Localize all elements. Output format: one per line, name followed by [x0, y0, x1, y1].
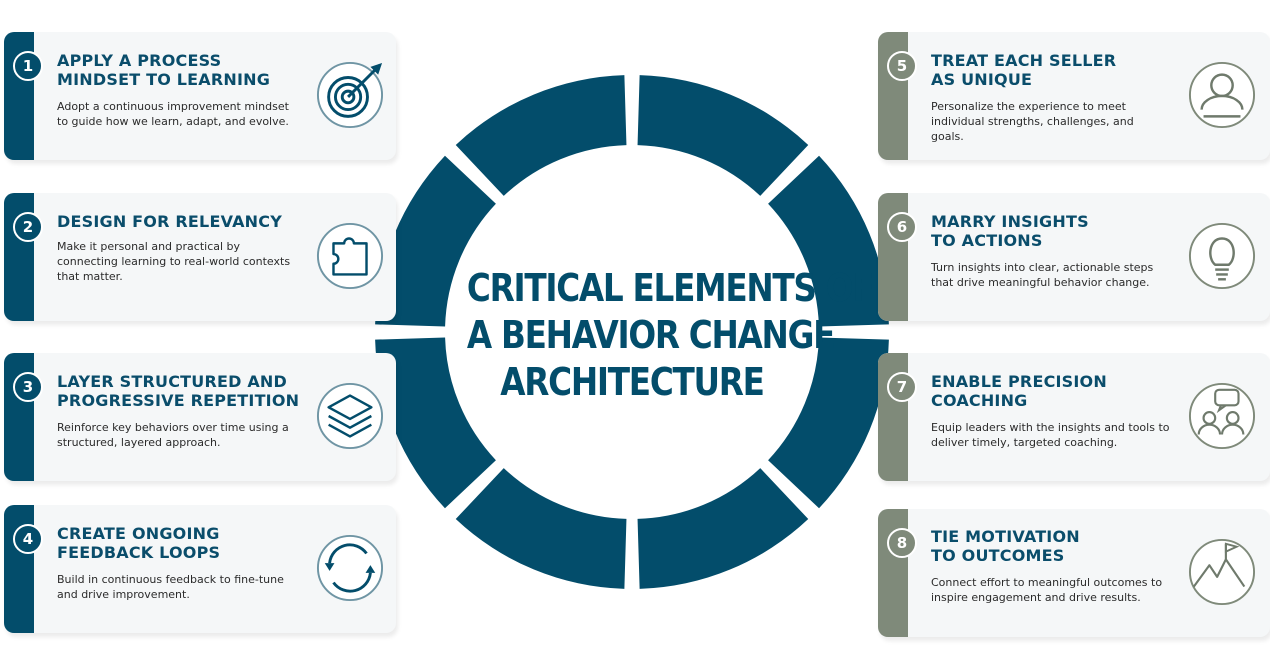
ring-segment [455, 75, 627, 196]
element-number-badge: 4 [13, 524, 43, 554]
element-description: Adopt a continuous improvement mindset t… [57, 100, 289, 128]
element-description: Build in continuous feedback to fine-tun… [57, 573, 284, 601]
element-description: Turn insights into clear, actionable ste… [931, 261, 1154, 289]
element-title: CREATE ONGOING FEEDBACK LOOPS [57, 524, 221, 562]
element-number-badge: 8 [887, 528, 917, 558]
element-card-3: 3 LAYER STRUCTURED AND PROGRESSIVE REPET… [4, 353, 396, 481]
center-title-line-3: ARCHITECTURE [500, 360, 765, 404]
element-card-8: 8 TIE MOTIVATION TO OUTCOMES Connect eff… [878, 509, 1270, 637]
element-card-2: 2 DESIGN FOR RELEVANCY Make it personal … [4, 193, 396, 321]
element-description: Equip leaders with the insights and tool… [931, 421, 1170, 449]
mountain-flag-icon [1188, 538, 1256, 606]
refresh-cycle-icon [316, 534, 384, 602]
coaching-conversation-icon [1188, 382, 1256, 450]
puzzle-piece-icon [316, 222, 384, 290]
element-number-badge: 1 [13, 51, 43, 81]
element-title: ENABLE PRECISION COACHING [931, 372, 1107, 410]
element-description: Personalize the experience to meet indiv… [931, 100, 1134, 143]
element-title: MARRY INSIGHTS TO ACTIONS [931, 212, 1089, 250]
layers-icon [316, 382, 384, 450]
ring-segment [455, 468, 627, 589]
element-title: DESIGN FOR RELEVANCY [57, 212, 282, 231]
ring-segment [637, 75, 809, 196]
element-title: TREAT EACH SELLER AS UNIQUE [931, 51, 1117, 89]
element-title: TIE MOTIVATION TO OUTCOMES [931, 527, 1080, 565]
ring-segment [375, 155, 496, 327]
ring-segment [768, 337, 889, 509]
element-number-badge: 7 [887, 372, 917, 402]
element-card-7: 7 ENABLE PRECISION COACHING Equip leader… [878, 353, 1270, 481]
center-title-line-1: CRITICAL ELEMENTS OF [466, 266, 875, 310]
element-title: APPLY A PROCESS MINDSET TO LEARNING [57, 51, 271, 89]
element-description: Connect effort to meaningful outcomes to… [931, 576, 1163, 604]
element-description: Make it personal and practical by connec… [57, 240, 291, 283]
element-number-badge: 2 [13, 212, 43, 242]
element-number-badge: 6 [887, 212, 917, 242]
ring-segment [637, 468, 809, 589]
ring-segment [768, 155, 889, 327]
target-arrow-icon [316, 61, 384, 129]
center-title: CRITICAL ELEMENTS OF A BEHAVIOR CHANGE A… [466, 265, 875, 406]
person-icon [1188, 61, 1256, 129]
element-card-6: 6 MARRY INSIGHTS TO ACTIONS Turn insight… [878, 193, 1270, 321]
center-title-line-2: A BEHAVIOR CHANGE [466, 313, 836, 357]
element-card-1: 1 APPLY A PROCESS MINDSET TO LEARNING Ad… [4, 32, 396, 160]
element-number-badge: 5 [887, 51, 917, 81]
element-number-badge: 3 [13, 372, 43, 402]
ring-segment [375, 337, 496, 509]
element-description: Reinforce key behaviors over time using … [57, 421, 289, 449]
element-card-4: 4 CREATE ONGOING FEEDBACK LOOPS Build in… [4, 505, 396, 633]
element-title: LAYER STRUCTURED AND PROGRESSIVE REPETIT… [57, 372, 300, 410]
lightbulb-icon [1188, 222, 1256, 290]
element-card-5: 5 TREAT EACH SELLER AS UNIQUE Personaliz… [878, 32, 1270, 160]
